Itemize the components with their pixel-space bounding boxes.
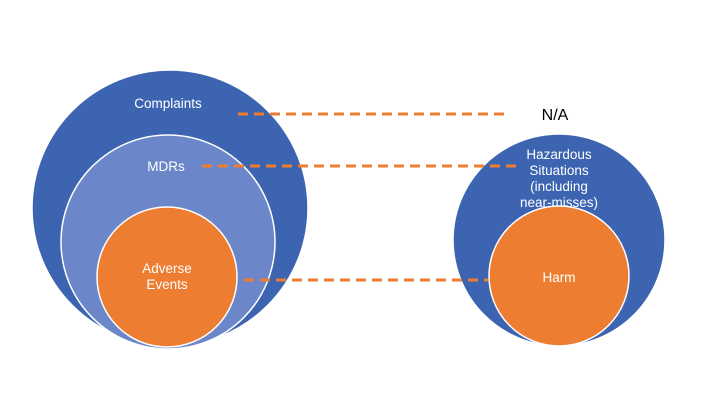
adverse-events-circle bbox=[96, 206, 238, 348]
hazardous-label-line2: Situations bbox=[529, 163, 589, 178]
adverse-events-label-line1: Adverse bbox=[142, 261, 192, 276]
complaints-label: Complaints bbox=[134, 96, 202, 111]
hazardous-label-line4: near-misses) bbox=[520, 195, 598, 210]
mdrs-label: MDRs bbox=[147, 159, 185, 174]
harm-label: Harm bbox=[543, 270, 576, 285]
hazardous-label-line3: (including bbox=[530, 179, 588, 194]
hazardous-label-line1: Hazardous bbox=[526, 147, 592, 162]
na-label: N/A bbox=[542, 107, 569, 124]
harm-circle bbox=[488, 205, 630, 347]
adverse-events-label-line2: Events bbox=[146, 277, 188, 292]
